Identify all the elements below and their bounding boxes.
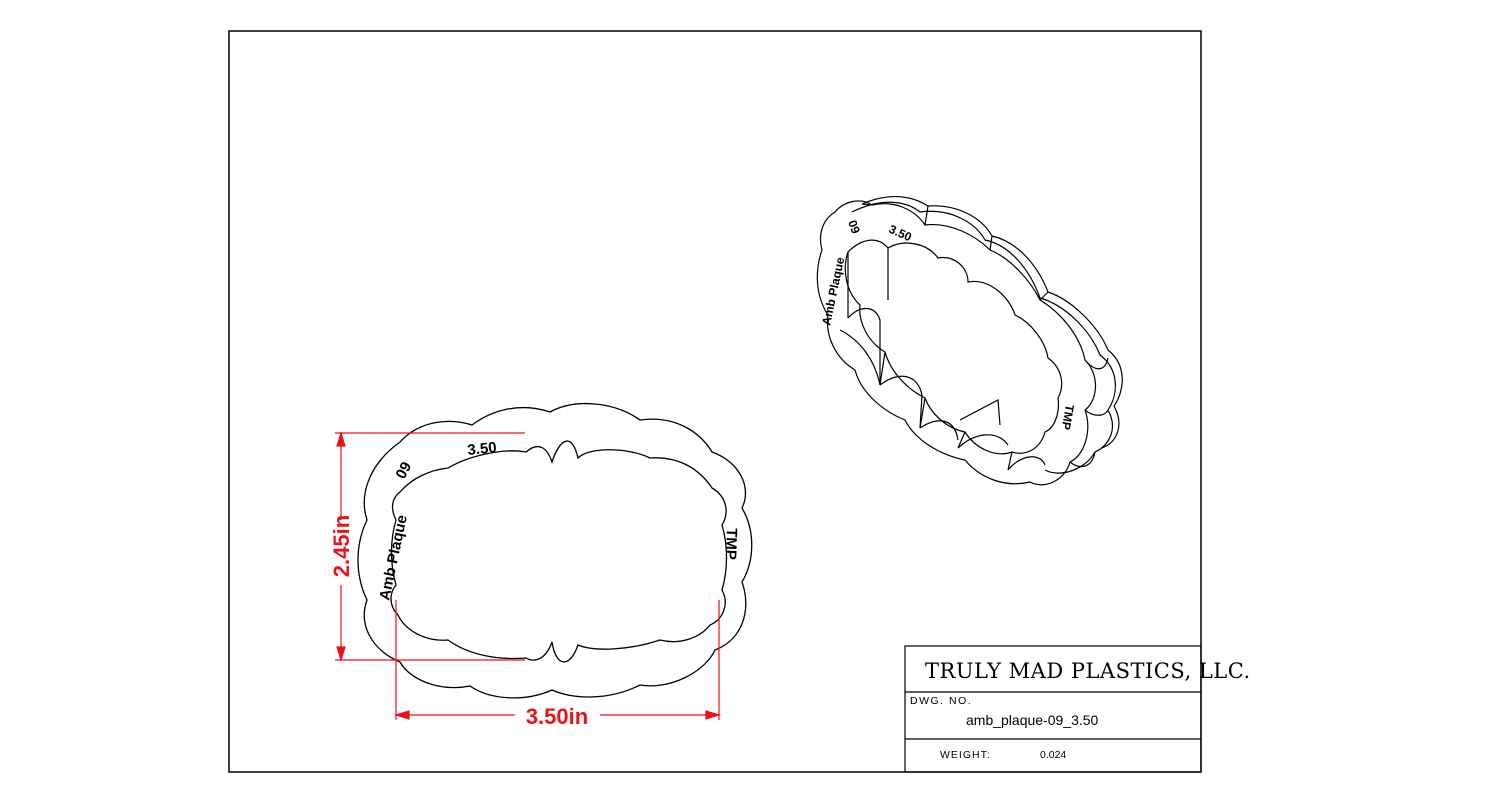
dwg-no-value: amb_plaque-09_3.50 (966, 712, 1099, 728)
iso-maker-text: TMP (1059, 403, 1077, 430)
title-block (904, 645, 1202, 773)
sheet-border (228, 30, 1202, 773)
iso-part-name-text: Amb Plaque (819, 256, 847, 327)
inner-outline (390, 440, 728, 663)
height-dimension-label: 2.45in (329, 515, 354, 577)
width-dimension-label: 3.50in (526, 704, 588, 729)
iso-flange-back (851, 201, 1116, 474)
iso-inner-outline (844, 239, 1063, 455)
iso-flange-back-2 (861, 196, 1123, 449)
weight-value: 0.024 (1040, 749, 1066, 761)
part-number-text: 09 (393, 459, 416, 482)
iso-part-number-text: 09 (845, 218, 863, 236)
outer-outline (357, 402, 753, 699)
part-name-text: Amb Plaque (376, 514, 411, 602)
iso-part-size-text: 3.50 (887, 222, 914, 244)
weight-label: WEIGHT: (940, 749, 991, 761)
maker-text: TMP (722, 528, 740, 560)
dimension-lines (335, 430, 722, 720)
part-size-text: 3.50 (467, 439, 498, 459)
front-view (357, 402, 753, 699)
company-name: TRULY MAD PLASTICS, LLC. (925, 659, 1251, 683)
isometric-view (816, 196, 1123, 486)
dwg-no-label: DWG. NO. (910, 695, 972, 707)
